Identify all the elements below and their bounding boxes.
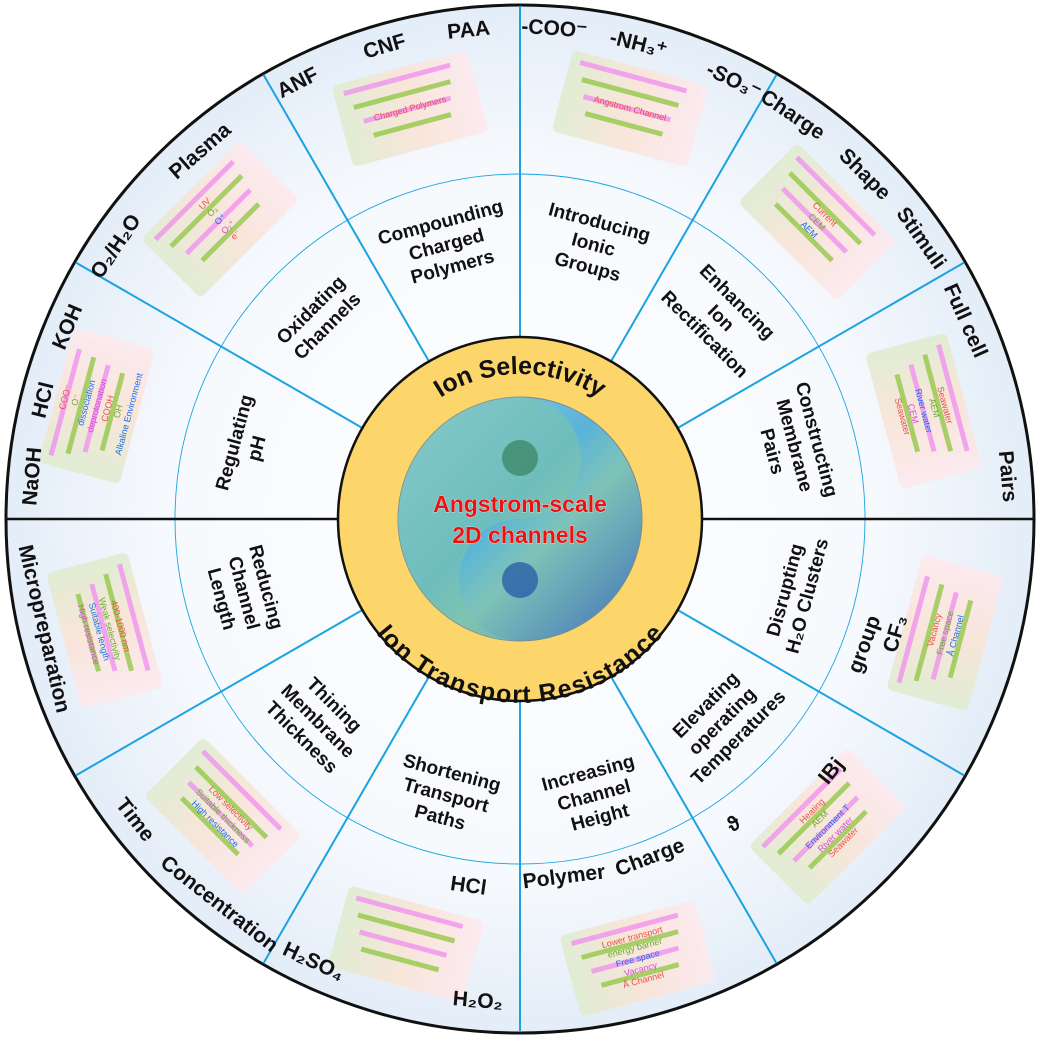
sector-illustration: Charged Polymers <box>332 51 488 166</box>
outer-condition-label: HCl <box>449 872 488 900</box>
membrane-strip <box>373 112 452 138</box>
membrane-strip <box>936 344 970 452</box>
membrane-strip <box>184 188 253 256</box>
membrane-strip <box>600 962 680 988</box>
membrane-strip <box>792 795 860 863</box>
outer-condition-label: H₂O₂ <box>452 987 504 1014</box>
sector-illustration: Angstrom Channel <box>552 51 708 166</box>
membrane-strip <box>179 796 240 857</box>
illustration-label: OH <box>112 404 125 420</box>
membrane-strip <box>169 173 244 249</box>
membrane-strip <box>75 593 101 672</box>
membrane-strip <box>103 573 134 672</box>
center-hub: Ion Selectivity Ion Transport Resistance… <box>336 335 704 709</box>
sector-divider-line <box>610 676 778 964</box>
sector-divider-line <box>677 609 965 777</box>
yin-dot <box>502 440 538 476</box>
outer-condition-label: NaOH <box>18 446 46 506</box>
illustration-label: O⁻ <box>69 393 82 407</box>
membrane-strip <box>787 171 863 246</box>
membrane-strip <box>773 202 834 263</box>
membrane-strip <box>201 749 283 831</box>
membrane-strip <box>908 363 937 453</box>
membrane-strip <box>579 60 688 94</box>
yang-dot <box>502 562 538 598</box>
sector-divider-line <box>610 74 778 362</box>
membrane-strip <box>807 809 868 870</box>
membrane-strip <box>353 79 452 110</box>
sector-divider-line <box>262 74 430 362</box>
sector-divider-line <box>75 609 363 777</box>
sector-illustration: COO⁻O⁻dissociationdeprotonationCOOHOHAlk… <box>39 328 155 483</box>
membrane-strip <box>922 353 954 452</box>
membrane-strip <box>153 159 236 242</box>
membrane-strip <box>360 946 440 973</box>
membrane-strip <box>186 780 255 848</box>
membrane-strip <box>913 583 945 682</box>
membrane-strip <box>357 912 456 944</box>
sector-divider-line <box>75 261 363 429</box>
membrane-strip <box>590 945 680 974</box>
membrane-strip <box>780 186 849 254</box>
outer-condition-label: PAA <box>446 17 491 44</box>
sector-dividers <box>75 6 965 1032</box>
membrane-strip <box>358 929 448 958</box>
membrane-strip <box>363 95 452 124</box>
sector-0: COO⁻O⁻dissociationdeprotonationCOOHOHAlk… <box>18 301 270 506</box>
membrane-strip <box>896 575 930 684</box>
membrane-strip <box>48 348 82 457</box>
membrane-strip <box>355 895 464 929</box>
membrane-strip <box>894 373 921 453</box>
illustration-label: AEM <box>927 397 942 418</box>
membrane-strip <box>761 767 843 849</box>
membrane-strip <box>82 364 111 453</box>
sector-illustration <box>328 886 484 1002</box>
membrane-strip <box>117 563 151 672</box>
membrane-strip <box>930 591 959 681</box>
membrane-strip <box>194 765 269 840</box>
membrane-strip <box>582 94 672 123</box>
outer-condition-label: Pairs <box>994 450 1021 503</box>
membrane-strip <box>200 202 261 263</box>
core-title-line2: 2D channels <box>452 522 588 548</box>
membrane-strip <box>584 111 664 137</box>
outer-condition-label: -COO⁻ <box>521 15 588 43</box>
membrane-strip <box>343 62 451 96</box>
sector-divider-line <box>262 676 430 964</box>
membrane-strip <box>580 929 679 960</box>
membrane-strip <box>776 781 851 856</box>
membrane-strip <box>581 77 680 108</box>
membrane-strip <box>571 912 679 947</box>
membrane-strip <box>89 583 118 672</box>
membrane-strip <box>947 599 974 679</box>
sector-divider-line <box>677 261 965 429</box>
membrane-strip <box>795 155 877 237</box>
membrane-strip <box>65 356 97 455</box>
membrane-strip <box>99 372 126 452</box>
core-title-line1: Angstrom-scale <box>433 491 607 517</box>
